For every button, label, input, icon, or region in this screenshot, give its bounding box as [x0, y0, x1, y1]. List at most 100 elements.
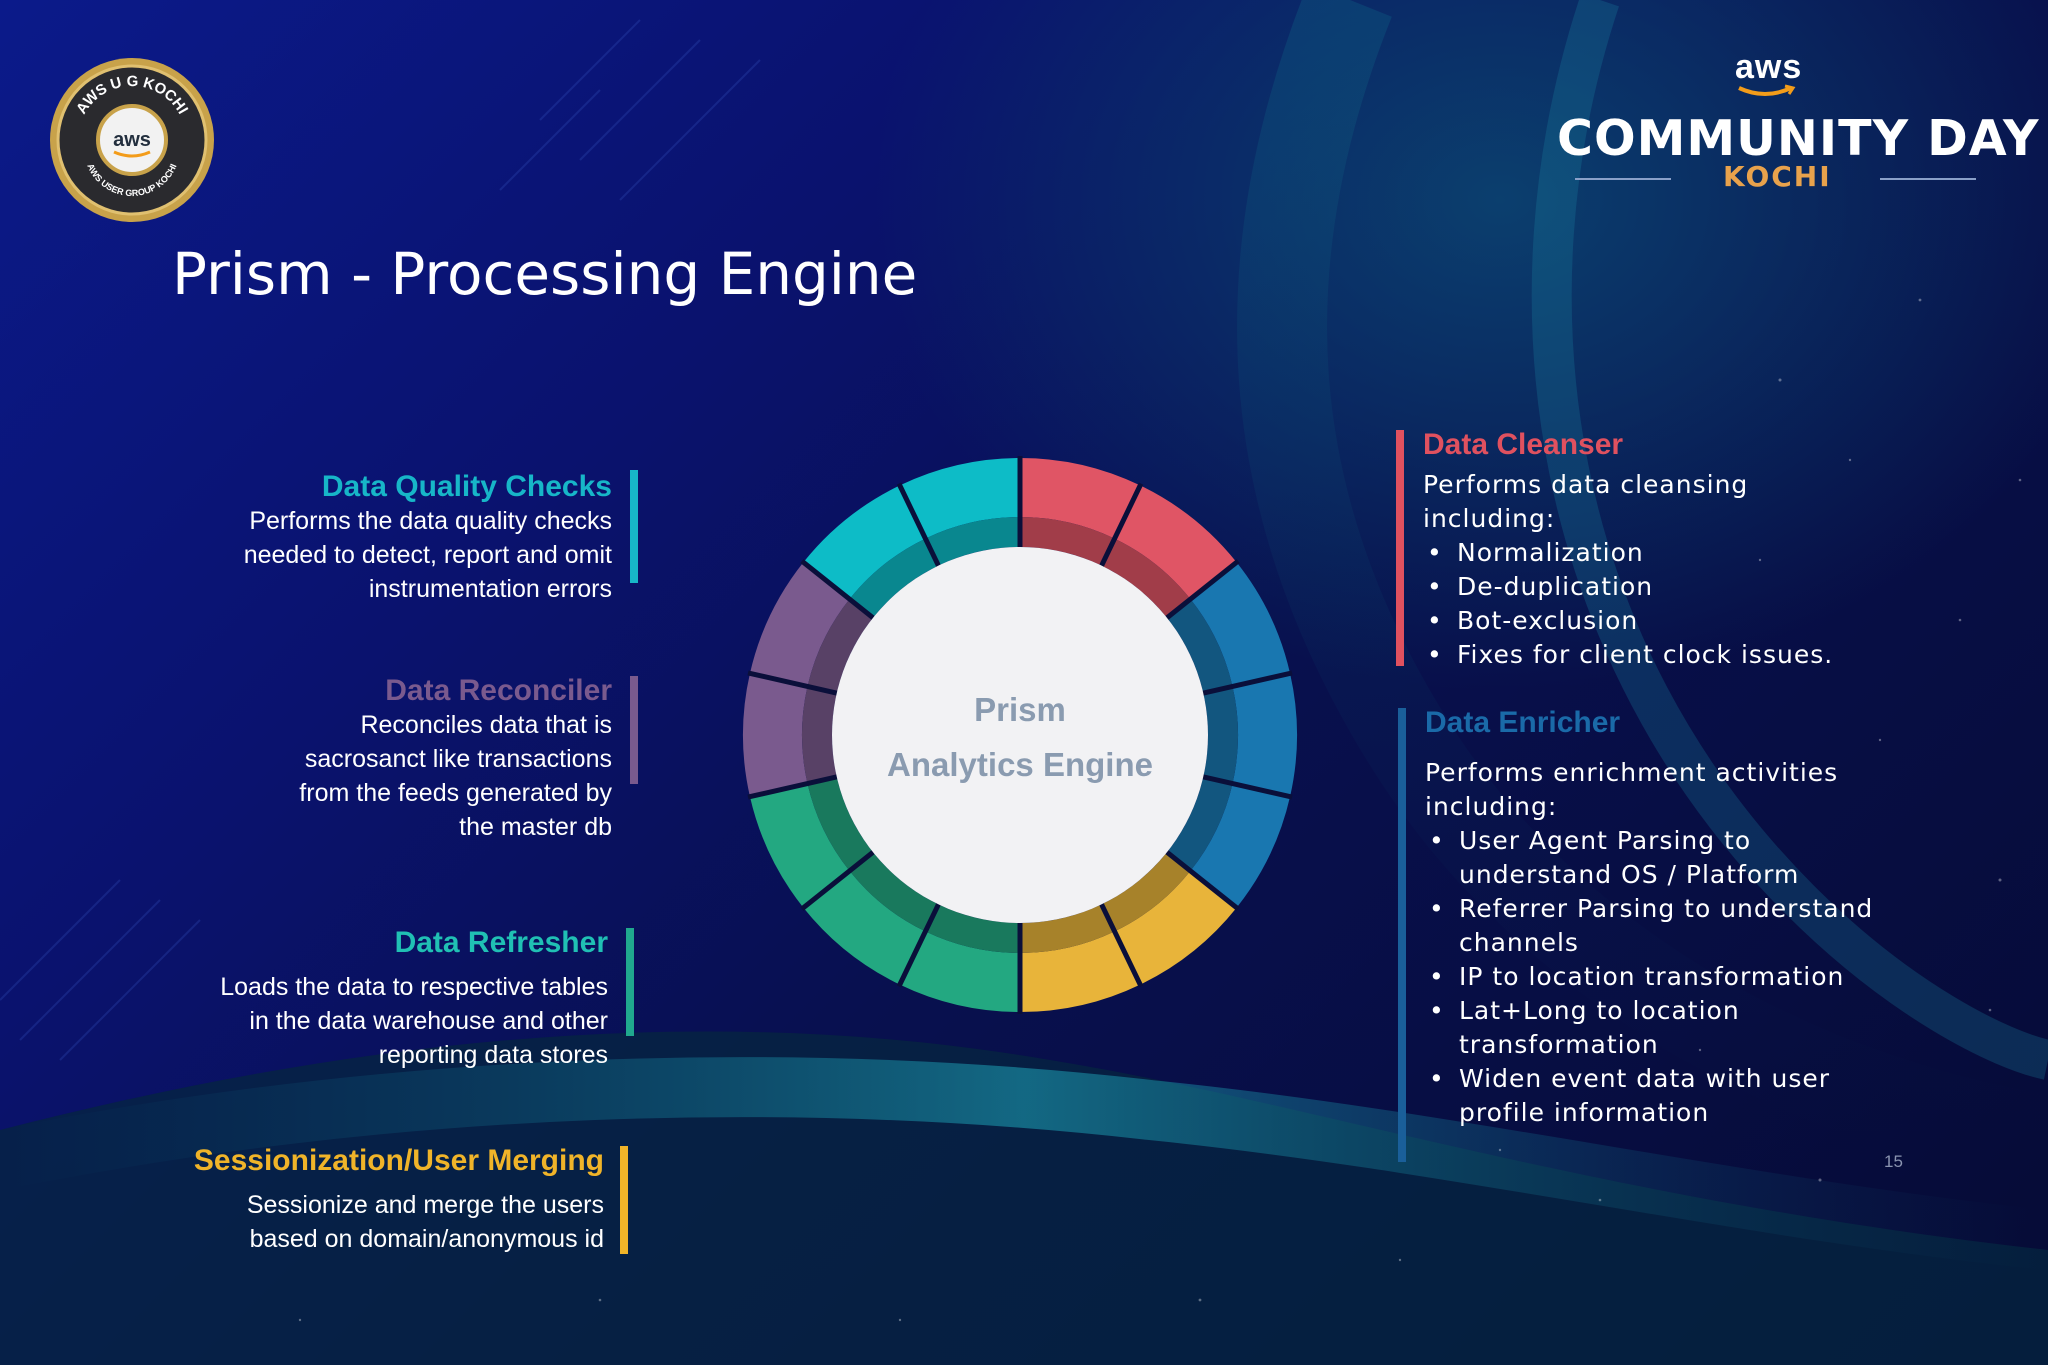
page-number: 15: [1884, 1152, 1903, 1171]
wheel-inner-segment-quality: [925, 517, 1020, 566]
wheel-divider: [1163, 849, 1240, 911]
wheel-inner-segment-sessionization: [1101, 852, 1191, 932]
wheel-segment-refresher: [803, 870, 926, 985]
sessionization-block: Sessionization/User Merging Sessionize a…: [120, 1144, 604, 1256]
wheel-inner-segment-enricher: [1166, 599, 1233, 694]
wheel-divider: [896, 482, 942, 569]
divider-line-left: [1575, 178, 1671, 180]
accent-bar: [630, 676, 638, 784]
block-title: Data Cleanser: [1423, 428, 1624, 461]
block-line: including:: [1423, 504, 1556, 533]
item-line: profile information: [1459, 1098, 1710, 1127]
block-title: Data Enricher: [1425, 706, 1621, 739]
aws-ug-kochi-badge-icon: aws AWS U G KOCHI AWS USER GROUP KOCHI: [50, 58, 214, 222]
wheel-segment-quality: [803, 485, 926, 600]
wheel-inner-segment-reconciler: [807, 599, 874, 694]
list-item: Bot-exclusion: [1423, 604, 1983, 638]
page-title: Prism - Processing Engine: [172, 240, 918, 308]
block-line: needed to detect, report and omit: [243, 541, 612, 569]
wheel-divider: [1163, 559, 1240, 621]
center-label-line-1: Prism: [974, 691, 1066, 728]
item-line: understand OS / Platform: [1459, 860, 1800, 889]
wheel-segment-reconciler: [743, 673, 808, 797]
accent-bar: [1398, 708, 1406, 1162]
block-line: Performs enrichment activities: [1425, 758, 1839, 787]
wheel-segment-sessionization: [1020, 931, 1141, 1012]
wheel-segment-enricher: [1190, 783, 1291, 908]
wheel-segment-sessionization: [1114, 870, 1237, 985]
wheel-segment-cleanser: [1114, 485, 1237, 600]
wheel-inner-segment-quality: [849, 538, 939, 618]
processing-wheel-diagram: [743, 456, 1297, 1014]
block-line: Performs the data quality checks: [249, 507, 612, 535]
item-line: User Agent Parsing to: [1459, 826, 1752, 855]
accent-bar: [626, 928, 634, 1036]
list-item: Lat+Long to location transformation: [1425, 994, 1985, 1062]
data-cleanser-block: Data Cleanser Performs data cleansing in…: [1423, 428, 1983, 672]
block-title: Sessionization/User Merging: [193, 1144, 604, 1177]
accent-bar: [620, 1146, 628, 1254]
block-line: Reconciles data that is: [360, 711, 612, 739]
block-title: Data Reconciler: [385, 674, 612, 707]
aws-ug-kochi-logo: aws AWS U G KOCHI AWS USER GROUP KOCHI: [48, 56, 216, 224]
center-label-line-2: Analytics Engine: [887, 746, 1153, 783]
wheel-divider: [800, 849, 877, 911]
item-line: channels: [1459, 928, 1579, 957]
accent-bar: [630, 470, 638, 583]
wheel-inner-segment-sessionization: [1020, 904, 1115, 953]
community-day-title: COMMUNITY DAY: [1557, 110, 2040, 167]
wheel-divider: [747, 773, 840, 800]
list-item: Widen event data with user profile inform…: [1425, 1062, 1985, 1130]
wheel-inner-segment-cleanser: [1020, 517, 1115, 566]
aws-smile-icon: [1738, 84, 1796, 96]
data-enricher-block: Data Enricher Performs enrichment activi…: [1425, 706, 1985, 1130]
center-label: Prism Analytics Engine: [840, 682, 1200, 792]
block-line: based on domain/anonymous id: [249, 1225, 604, 1253]
item-line: transformation: [1459, 1030, 1659, 1059]
wheel-divider: [747, 670, 840, 697]
wheel-segment-enricher: [1232, 673, 1297, 797]
wheel-divider: [1098, 482, 1144, 569]
wheel-inner-segment-enricher: [1203, 686, 1238, 784]
block-line: reporting data stores: [378, 1041, 608, 1069]
wheel-divider: [1200, 773, 1293, 800]
block-line: from the feeds generated by: [299, 779, 612, 807]
divider-line-right: [1880, 178, 1976, 180]
block-line: Loads the data to respective tables: [220, 973, 608, 1001]
block-title: Data Refresher: [394, 926, 608, 959]
wheel-segment-refresher: [749, 783, 850, 908]
svg-text:aws: aws: [113, 129, 151, 151]
item-line: Referrer Parsing to understand: [1459, 894, 1874, 923]
aws-wordmark: aws: [1735, 48, 1803, 86]
wheel-segment-quality: [899, 458, 1020, 539]
wheel-inner-segment-reconciler: [802, 686, 837, 784]
list-item: De-duplication: [1423, 570, 1983, 604]
item-line: Widen event data with user: [1459, 1064, 1831, 1093]
aws-community-day-logo: aws COMMUNITY DAY KOCHI: [1545, 48, 2039, 198]
wheel-center-disc: [832, 547, 1208, 923]
wheel-inner-segment-refresher: [925, 904, 1020, 953]
block-line: sacrosanct like transactions: [304, 745, 612, 773]
list-item: Normalization: [1423, 536, 1983, 570]
item-line: IP to location transformation: [1459, 962, 1845, 991]
wheel-divider: [1200, 670, 1293, 697]
list-item: IP to location transformation: [1425, 960, 1985, 994]
block-line: Sessionize and merge the users: [246, 1191, 604, 1219]
wheel-inner-segment-cleanser: [1101, 538, 1191, 618]
list-item: Referrer Parsing to understand channels: [1425, 892, 1985, 960]
cleanser-list: Normalization De-duplication Bot-exclusi…: [1423, 536, 1983, 672]
community-day-subtitle: KOCHI: [1723, 160, 1832, 193]
wheel-segment-enricher: [1190, 562, 1291, 687]
item-line: Lat+Long to location: [1459, 996, 1740, 1025]
wheel-inner-segment-refresher: [849, 852, 939, 932]
list-item: Fixes for client clock issues.: [1423, 638, 1983, 672]
wheel-inner-segment-enricher: [1166, 776, 1233, 871]
data-quality-checks-block: Data Quality Checks Performs the data qu…: [140, 470, 612, 606]
block-line: instrumentation errors: [368, 575, 612, 603]
wheel-segment-cleanser: [1020, 458, 1141, 539]
wheel-divider: [800, 559, 877, 621]
list-item: User Agent Parsing to understand OS / Pla…: [1425, 824, 1985, 892]
enricher-list: User Agent Parsing to understand OS / Pla…: [1425, 824, 1985, 1130]
block-line: the master db: [459, 813, 612, 841]
wheel-divider: [896, 901, 942, 988]
